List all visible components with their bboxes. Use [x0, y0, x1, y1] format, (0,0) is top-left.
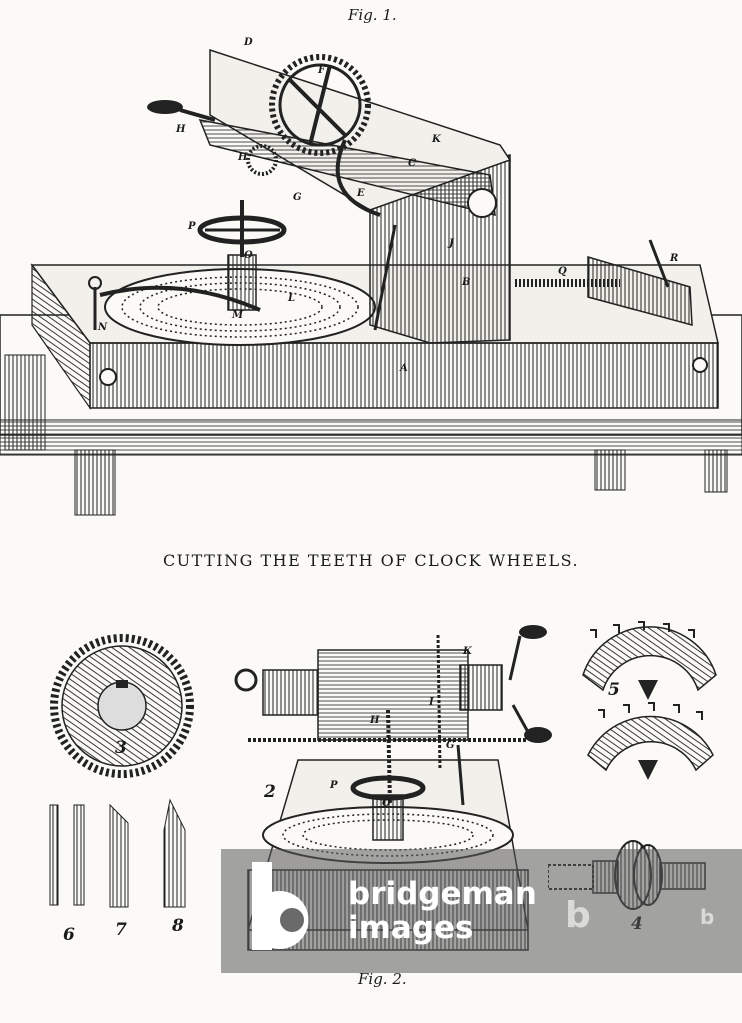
- figure-1-label-b: B: [462, 277, 471, 288]
- part-number-8: 8: [172, 916, 184, 936]
- watermark-logo-icon: [252, 862, 309, 950]
- figure-1-label-q: Q: [558, 266, 567, 277]
- watermark-text-line-2: images: [348, 910, 474, 946]
- part-number-3: 3: [115, 738, 127, 758]
- figure-1-label-r: R: [670, 253, 679, 264]
- figure-2-label-k: K: [463, 646, 472, 657]
- figure-1-label-f: F: [318, 65, 326, 76]
- figure-1-label-o: O: [244, 250, 253, 261]
- watermark-text-line-1: bridgeman: [348, 876, 537, 912]
- figure-1-label-j: J: [449, 238, 454, 249]
- figure-2-label-p: P: [330, 780, 338, 791]
- page-title: CUTTING THE TEETH OF CLOCK WHEELS.: [162, 551, 580, 570]
- figure-1-label-m: M: [232, 310, 244, 321]
- figure-1-label-h-cutter: H: [238, 152, 248, 163]
- figure-2-label-i: I: [429, 697, 434, 708]
- figure-1-label-a: A: [400, 363, 408, 374]
- figure-2-label-h: H: [370, 715, 380, 726]
- part-number-7: 7: [115, 920, 127, 940]
- figure-1-label-e: E: [357, 188, 365, 199]
- cutter-disc-part-3: [50, 634, 194, 778]
- figure-1-label-c: C: [408, 158, 416, 169]
- watermark-band: [221, 849, 742, 973]
- figure-1-label-p: P: [188, 221, 196, 232]
- cutting-tools-parts-6-7-8: [49, 798, 186, 908]
- figure-2-label-o: O: [382, 798, 391, 809]
- figure-1-caption: Fig. 1.: [348, 6, 397, 24]
- part-number-5: 5: [608, 680, 620, 700]
- figure-1-label-g: G: [293, 192, 302, 203]
- figure-1-label-d: D: [244, 37, 253, 48]
- figure-2-caption: Fig. 2.: [358, 970, 407, 988]
- watermark-faint-mark-large: b: [565, 895, 591, 936]
- watermark-faint-mark-small: b: [700, 905, 715, 929]
- figure-2-number-2: 2: [264, 782, 276, 802]
- part-number-6: 6: [63, 925, 75, 945]
- segment-wheels-part-5: [582, 621, 717, 780]
- figure-1-label-k: K: [432, 134, 441, 145]
- figure-1-label-h-handle: H: [176, 124, 186, 135]
- figure-1-engraving: [0, 48, 742, 516]
- figure-1-label-l: L: [288, 293, 296, 304]
- figure-2-label-g: G: [446, 740, 455, 751]
- figure-1-label-n: N: [98, 322, 108, 333]
